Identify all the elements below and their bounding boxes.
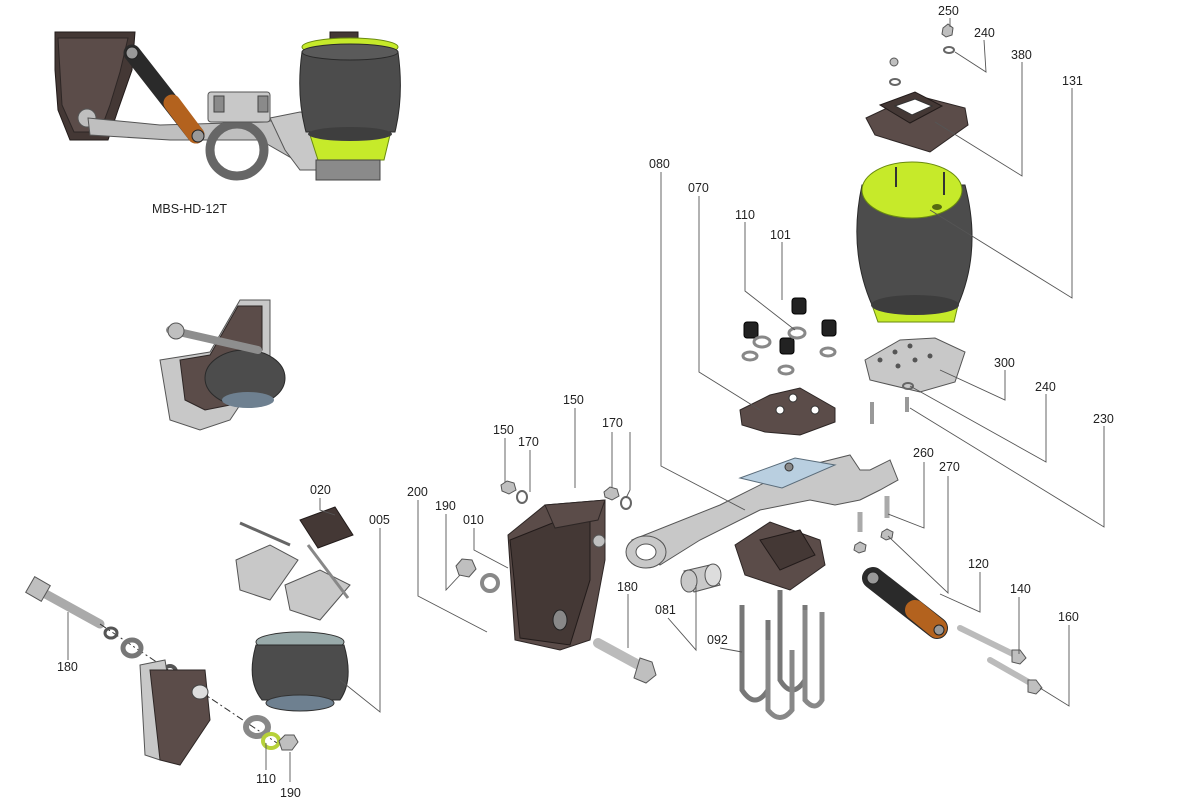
washer-240-part xyxy=(943,46,955,54)
upper-bracket-part xyxy=(235,506,354,621)
callout-190-upper: 190 xyxy=(435,499,456,513)
callout-380: 380 xyxy=(1011,48,1032,62)
nut-270-part xyxy=(880,528,894,541)
bushing-081-part xyxy=(680,563,722,593)
u-bolt-092-part xyxy=(739,590,825,720)
callout-131: 131 xyxy=(1062,74,1083,88)
washer-part xyxy=(243,715,271,739)
callout-080: 080 xyxy=(649,157,670,171)
lock-ring-part xyxy=(261,732,281,750)
axle-seat-face xyxy=(759,529,816,571)
callout-270: 270 xyxy=(939,460,960,474)
nut-190-part xyxy=(455,558,477,578)
callout-140: 140 xyxy=(1010,582,1031,596)
callout-081: 081 xyxy=(655,603,676,617)
air-spring-assembled xyxy=(299,31,401,181)
callout-092: 092 xyxy=(707,633,728,647)
model-label: MBS-HD-12T xyxy=(152,202,227,216)
leader-lines xyxy=(67,18,1105,782)
spacer-plate-070-part xyxy=(739,387,836,436)
hanger-bore xyxy=(191,684,209,700)
washer-240-part xyxy=(902,382,914,390)
iso-bolt-head xyxy=(167,322,185,340)
callout-230: 230 xyxy=(1093,412,1114,426)
bump-stops-101-part xyxy=(743,297,837,355)
callout-180-left: 180 xyxy=(57,660,78,674)
washer-170-part xyxy=(620,496,632,510)
callout-005: 005 xyxy=(369,513,390,527)
bolt-160-part xyxy=(987,657,1043,695)
bolt-180-part xyxy=(593,638,657,684)
washer-170-part xyxy=(516,490,528,504)
iso-assembly-view xyxy=(159,299,286,431)
nut-150-part xyxy=(603,486,620,501)
shock-absorber-120-part xyxy=(862,567,948,639)
callout-240-mid: 240 xyxy=(1035,380,1056,394)
washer-part xyxy=(120,637,144,659)
callout-101: 101 xyxy=(770,228,791,242)
axle-clamp-assembled xyxy=(205,91,271,181)
long-bolt-part xyxy=(25,576,105,629)
callout-020: 020 xyxy=(310,483,331,497)
nut-250-part xyxy=(941,23,954,38)
callout-180-mid: 180 xyxy=(617,580,638,594)
callout-150-right: 150 xyxy=(563,393,584,407)
callout-150-left: 150 xyxy=(493,423,514,437)
callout-070: 070 xyxy=(688,181,709,195)
callout-160: 160 xyxy=(1058,610,1079,624)
lower-left-exploded-view xyxy=(25,506,354,766)
air-spring-131-part xyxy=(856,161,973,323)
hanger-010-part xyxy=(507,499,606,651)
callout-240-top: 240 xyxy=(974,26,995,40)
top-plate-380-part xyxy=(865,91,969,153)
assembled-suspension-view: MBS-HD-12T xyxy=(54,31,401,216)
callout-010: 010 xyxy=(463,513,484,527)
callout-120: 120 xyxy=(968,557,989,571)
washer-part xyxy=(480,573,500,593)
callout-110-upper: 110 xyxy=(735,208,755,222)
hanger-bracket-face xyxy=(57,37,129,133)
nut-part xyxy=(853,541,867,554)
iso-bolt-part xyxy=(166,326,262,354)
nut-part xyxy=(889,57,899,67)
callout-170-left: 170 xyxy=(518,435,539,449)
callout-labels: 250 240 380 131 080 070 110 101 300 240 … xyxy=(57,4,1114,800)
callout-110-lower: 110 xyxy=(256,772,276,786)
small-hanger-face xyxy=(149,669,211,766)
callout-170-right: 170 xyxy=(602,416,623,430)
lower-air-spring-part xyxy=(251,631,349,712)
trailing-arm-080-part xyxy=(625,454,899,569)
iso-spring-base xyxy=(222,392,274,408)
arm-top-plate-part xyxy=(738,457,837,489)
callout-250: 250 xyxy=(938,4,959,18)
callout-190-lower: 190 xyxy=(280,786,301,800)
shock-absorber-assembled xyxy=(123,44,205,144)
lock-nut-part xyxy=(278,734,299,751)
washer-part xyxy=(889,78,901,86)
bolt-140-part xyxy=(957,625,1027,665)
bracket-pad-part xyxy=(299,506,354,549)
washers-110-part xyxy=(741,326,837,376)
washer-part xyxy=(103,626,119,640)
callout-300: 300 xyxy=(994,356,1015,370)
lower-plate-300-part xyxy=(864,337,966,393)
callout-200: 200 xyxy=(407,485,428,499)
callout-260: 260 xyxy=(913,446,934,460)
nut-150-part xyxy=(500,480,517,495)
